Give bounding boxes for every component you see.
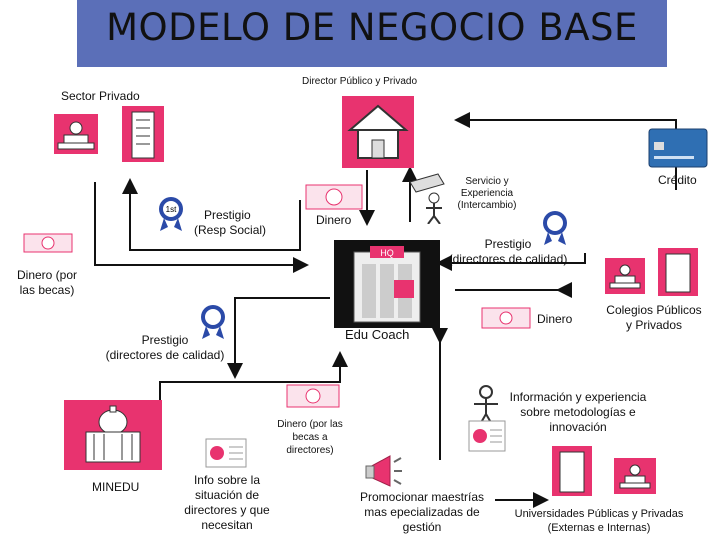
arrow-promocionar xyxy=(395,460,490,470)
label-prestigio-resp: Prestigio(Resp Social) xyxy=(194,208,266,238)
svg-text:HQ: HQ xyxy=(380,248,394,258)
money-bill-icon xyxy=(304,183,364,216)
capitol-building-icon xyxy=(64,400,162,475)
label-credito: Crédito xyxy=(658,173,697,188)
medal-icon xyxy=(198,304,228,345)
money-bill-icon xyxy=(285,383,341,414)
office-building-icon xyxy=(120,104,166,169)
label-minedu: MINEDU xyxy=(92,480,139,495)
medal-icon: 1st xyxy=(156,196,186,237)
university-person-icon xyxy=(612,456,658,501)
medal-icon xyxy=(540,210,570,251)
camera-service-icon xyxy=(408,170,452,229)
school-building-icon xyxy=(656,246,700,303)
university-building-icon xyxy=(550,444,594,503)
report-document-icon xyxy=(468,420,506,457)
svg-text:1st: 1st xyxy=(166,205,177,214)
school-person-icon xyxy=(603,256,647,301)
hq-building-icon: HQ xyxy=(334,240,440,333)
person-icon xyxy=(52,112,100,161)
money-bill-icon xyxy=(480,306,532,335)
label-director: Director Público y Privado xyxy=(302,76,417,88)
label-sector-privado: Sector Privado xyxy=(61,89,140,104)
megaphone-icon xyxy=(364,452,404,499)
label-dinero-right: Dinero xyxy=(537,312,572,327)
house-icon xyxy=(342,96,414,173)
credit-card-icon xyxy=(648,128,708,173)
money-bill-icon xyxy=(22,232,74,259)
report-document-icon xyxy=(205,438,247,473)
arrow-prestigio-minedu xyxy=(235,298,330,375)
label-universidades: Universidades Públicas y Privadas(Extern… xyxy=(508,507,690,535)
